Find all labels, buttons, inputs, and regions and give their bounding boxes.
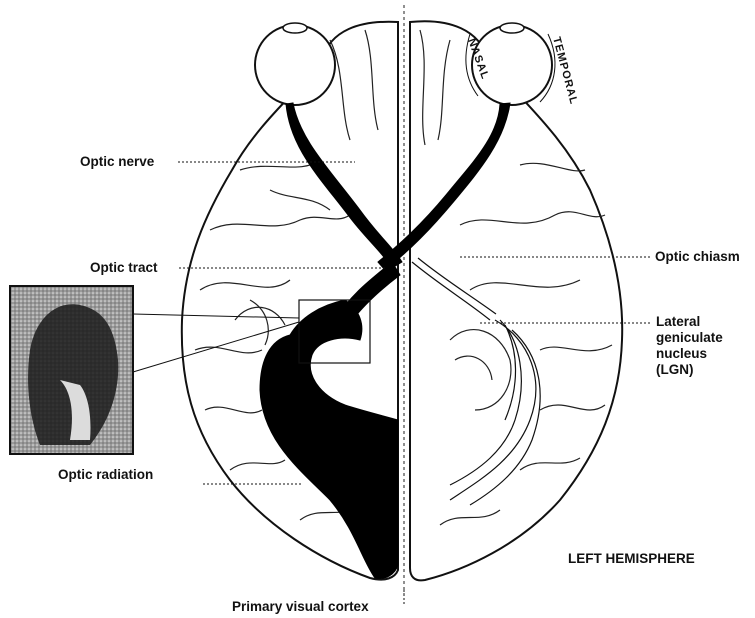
inset-photo <box>10 286 133 454</box>
label-optic-nerve: Optic nerve <box>80 154 155 169</box>
label-lgn-line3: nucleus <box>656 346 707 361</box>
label-lgn-line1: Lateral <box>656 314 700 329</box>
right-eye <box>255 23 335 105</box>
label-optic-radiation: Optic radiation <box>58 467 153 482</box>
label-optic-chiasm: Optic chiasm <box>655 249 740 264</box>
label-lgn-line2: geniculate <box>656 330 723 345</box>
label-primary-visual-cortex: Primary visual cortex <box>232 599 369 614</box>
label-lgn-line4: (LGN) <box>656 362 694 377</box>
label-optic-tract: Optic tract <box>90 260 158 275</box>
label-left-hemisphere: LEFT HEMISPHERE <box>568 551 695 566</box>
